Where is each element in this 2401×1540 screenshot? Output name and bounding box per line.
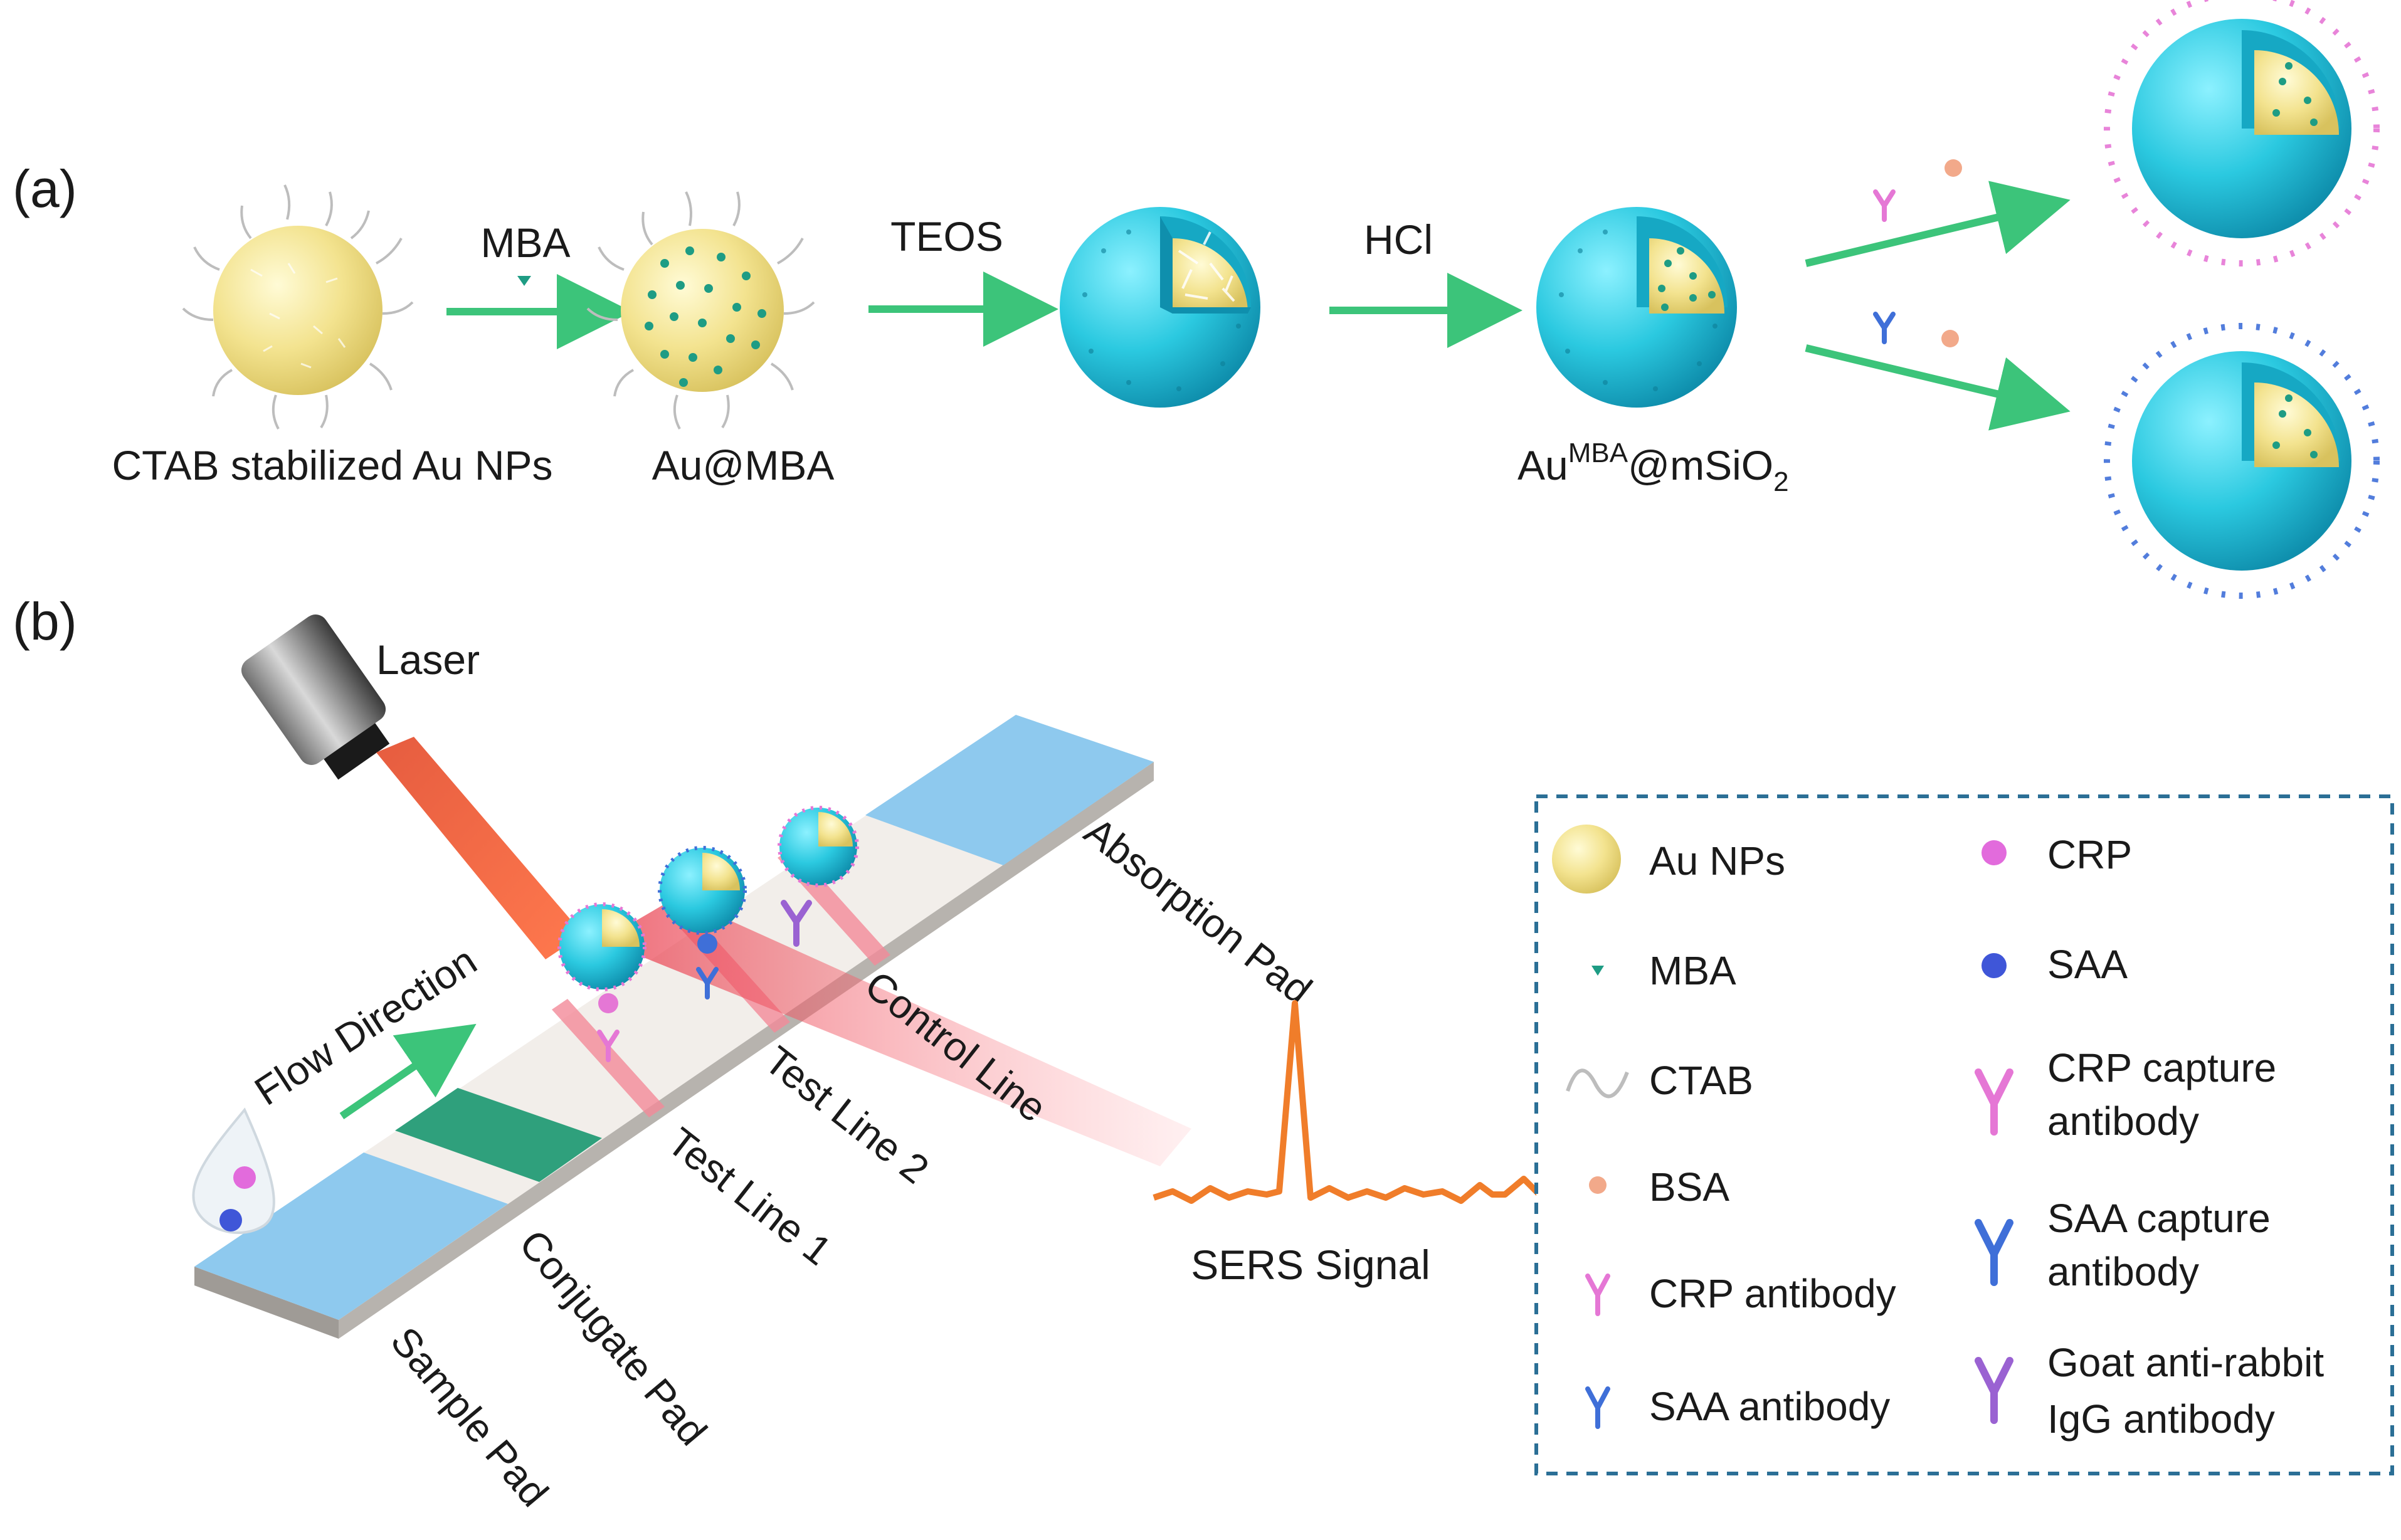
caption-au-msio2-mid: @mSiO <box>1628 442 1773 488</box>
flow-direction-arrow <box>339 1023 477 1119</box>
legend-crp-capture-icon <box>1975 1068 2013 1136</box>
laser-objective-icon <box>241 614 390 780</box>
caption-ctab-au: CTAB stabilized Au NPs <box>112 442 552 488</box>
arrow-to-crp-probe <box>1805 181 2071 267</box>
sample-pad-label: Sample Pad <box>382 1319 557 1515</box>
legend-ctab-icon <box>1566 1068 1629 1099</box>
test-strip <box>194 715 1154 1339</box>
legend-au-nps-icon <box>1552 825 1621 894</box>
svg-text:AuMBA@mSiO2: AuMBA@mSiO2 <box>1517 438 1789 497</box>
legend-goat-antibody-icon <box>1975 1357 2013 1424</box>
legend-crp: CRP <box>2047 832 2132 877</box>
legend-crp-antibody-icon <box>1585 1274 1610 1316</box>
reagent-teos: TEOS <box>890 213 1003 260</box>
caption-au-mba: Au@MBA <box>652 442 835 488</box>
caption-au-msio2-sup: MBA <box>1568 438 1628 468</box>
bsa-reagent-icon-bottom <box>1941 330 1959 347</box>
mba-marker-icon <box>517 276 531 286</box>
raman-scattered-beam <box>602 897 1191 1166</box>
caption-au-msio2: AuMBA@mSiO2 <box>1517 438 1789 497</box>
conjugate-pad-label: Conjugate Pad <box>510 1221 715 1454</box>
absorption-pad-shape <box>865 715 1154 865</box>
legend-saa-capture-line2: antibody <box>2047 1249 2199 1294</box>
legend-goat-line2: IgG antibody <box>2047 1396 2275 1442</box>
strip-probe-crp <box>557 902 646 1060</box>
strip-probe-saa <box>658 846 747 997</box>
strip-probe-control <box>778 806 859 947</box>
legend-bsa-icon <box>1589 1176 1607 1194</box>
legend-saa: SAA <box>2047 942 2128 987</box>
legend-mba-icon <box>1591 966 1604 976</box>
saa-antibody-reagent-icon <box>1876 314 1893 342</box>
caption-au-msio2-sub: 2 <box>1773 467 1788 497</box>
caption-au-msio2-base: Au <box>1517 442 1568 488</box>
crp-antibody-reagent-icon <box>1876 192 1893 219</box>
legend-saa-capture-icon <box>1975 1219 2013 1286</box>
legend-saa-antibody-icon <box>1585 1386 1610 1429</box>
legend-crp-antibody: CRP antibody <box>1649 1271 1896 1316</box>
legend: Au NPs MBA CTAB BSA CRP antibody SAA ant… <box>1534 794 2394 1475</box>
crp-probe-particle <box>2104 0 2380 266</box>
arrow-to-saa-probe <box>1805 344 2071 431</box>
saa-probe-particle <box>2104 323 2380 599</box>
flow-direction-label: Flow Direction <box>246 938 484 1114</box>
silica-coated-ctab-particle <box>1060 207 1260 408</box>
legend-frame <box>1534 794 2394 1475</box>
sample-pad-shape <box>194 1152 508 1320</box>
legend-au-nps: Au NPs <box>1649 838 1785 883</box>
laser-beam <box>376 737 583 959</box>
conjugate-pad-shape <box>395 1088 602 1182</box>
legend-crp-capture-line1: CRP capture <box>2047 1045 2276 1090</box>
reagent-hcl: HCl <box>1364 216 1433 263</box>
legend-saa-antibody: SAA antibody <box>1649 1384 1890 1429</box>
test-line-1-label: Test Line 1 <box>659 1119 840 1274</box>
panel-b-label: (b) <box>13 592 77 651</box>
legend-ctab: CTAB <box>1649 1058 1753 1103</box>
au-msio2-particle <box>1536 207 1737 408</box>
legend-crp-icon <box>1981 840 2007 865</box>
au-mba-nanoparticle <box>586 191 815 430</box>
legend-saa-icon <box>1981 953 2007 978</box>
bsa-reagent-icon-top <box>1945 159 1962 177</box>
sers-signal-label: SERS Signal <box>1191 1242 1430 1288</box>
legend-saa-capture-line1: SAA capture <box>2047 1196 2271 1241</box>
reagent-mba: MBA <box>480 219 570 266</box>
absorption-pad-label: Absorption Pad <box>1076 808 1320 1013</box>
panel-a-label: (a) <box>13 159 77 218</box>
legend-mba: MBA <box>1649 948 1736 993</box>
sample-droplet <box>192 1107 275 1235</box>
legend-goat-line1: Goat anti-rabbit <box>2047 1340 2324 1385</box>
ctab-au-nanoparticle <box>182 184 414 430</box>
laser-label: Laser <box>376 636 480 683</box>
legend-crp-capture-line2: antibody <box>2047 1099 2199 1144</box>
legend-bsa: BSA <box>1649 1164 1729 1210</box>
